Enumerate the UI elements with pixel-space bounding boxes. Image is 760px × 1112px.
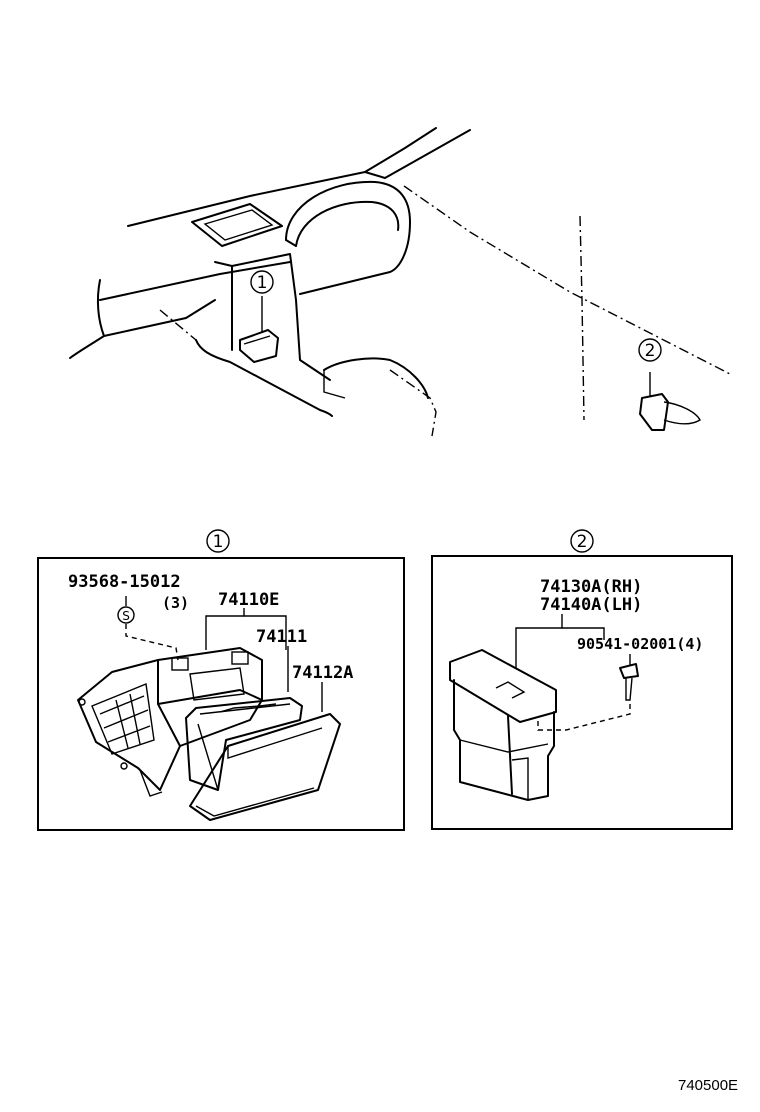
part-74111: 74111 xyxy=(256,627,307,647)
part-93568-15012: 93568-15012 xyxy=(68,572,181,592)
part-90541-02001: 90541-02001(4) xyxy=(577,635,703,653)
clip-fastener-drawing xyxy=(619,663,639,701)
panel-2-callout: 2 xyxy=(577,532,588,552)
panel-1-callout: 1 xyxy=(213,532,224,552)
panel-2: 2 74130A(RH) 74140A(LH) 90541-02001(4) xyxy=(431,529,733,830)
panel-1: 1 93568-15012 (3) 74110E 74111 74112A S xyxy=(37,529,405,831)
part-74140A-LH: 74140A(LH) xyxy=(540,595,642,615)
ashtray-housing-drawing xyxy=(77,647,263,797)
part-74110E: 74110E xyxy=(218,590,279,610)
part-74130A-RH: 74130A(RH) xyxy=(540,577,642,597)
dashboard-overview-drawing xyxy=(69,127,731,437)
panel-2-frame xyxy=(431,555,733,830)
part-74112A: 74112A xyxy=(292,663,353,683)
side-ashtray-drawing xyxy=(449,649,557,801)
overview-callout-1-label: 1 xyxy=(257,273,268,293)
part-qty-3: (3) xyxy=(162,594,189,612)
screw-s-symbol xyxy=(117,606,135,624)
overview-callout-2: 2 xyxy=(638,338,662,362)
overview-callout-1: 1 xyxy=(250,270,274,294)
diagram-code: 740500E xyxy=(678,1077,738,1094)
panel-1-callout-circle xyxy=(206,529,230,553)
ashtray-lid-drawing xyxy=(189,713,341,821)
panel-1-frame xyxy=(37,557,405,831)
ashtray-inner-drawing xyxy=(185,697,303,791)
panel-2-callout-circle xyxy=(570,529,594,553)
screw-s-label: S xyxy=(122,609,130,623)
overview-callout-2-label: 2 xyxy=(645,341,656,361)
